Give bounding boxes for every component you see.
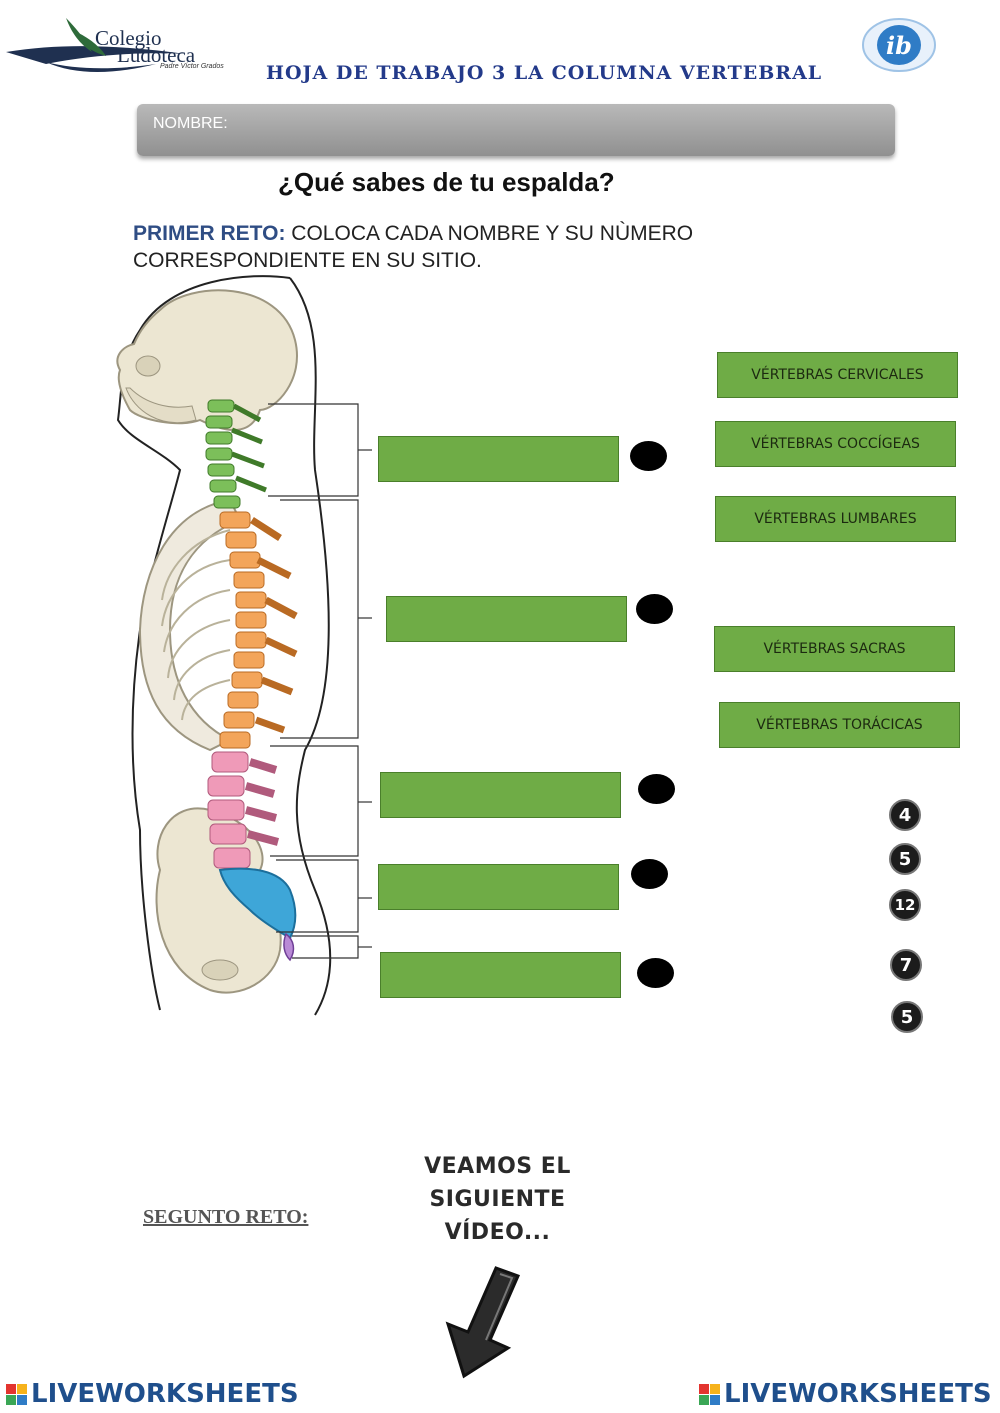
answer-box-sacral[interactable] <box>378 864 619 910</box>
number-badge[interactable]: 5 <box>891 1001 923 1033</box>
ribcage <box>140 500 240 750</box>
ib-logo: ib <box>860 16 938 74</box>
label-card-sacras[interactable]: VÉRTEBRAS SACRAS <box>714 626 955 672</box>
back-outline <box>290 278 330 1015</box>
label-card-lumbares[interactable]: VÉRTEBRAS LUMBARES <box>715 496 956 542</box>
answer-number-cervical[interactable] <box>630 441 667 471</box>
answer-number-thoracic[interactable] <box>636 594 673 624</box>
school-subtitle: Padre Víctor Grados <box>160 63 224 70</box>
answer-number-sacral[interactable] <box>631 859 668 889</box>
liveworksheets-icon <box>6 1384 27 1405</box>
first-challenge-lead: PRIMER RETO: <box>133 222 285 245</box>
video-prompt-line: VÍDEO... <box>410 1216 585 1249</box>
footer-brand-text: LIVEWORKSHEETS <box>31 1379 299 1409</box>
answer-number-lumbar[interactable] <box>638 774 675 804</box>
question-heading: ¿Qué sabes de tu espalda? <box>278 167 615 198</box>
name-label: NOMBRE: <box>153 115 228 133</box>
liveworksheets-icon <box>699 1384 720 1405</box>
first-challenge-instructions: PRIMER RETO: COLOCA CADA NOMBRE Y SU NÙM… <box>133 220 813 274</box>
number-badge[interactable]: 5 <box>889 843 921 875</box>
label-card-coccigeas[interactable]: VÉRTEBRAS COCCÍGEAS <box>715 421 956 467</box>
svg-text:ib: ib <box>886 31 912 60</box>
footer-brand-right: LIVEWORKSHEETS <box>699 1379 992 1409</box>
footer-brand-left: LIVEWORKSHEETS <box>6 1379 299 1409</box>
number-badge[interactable]: 7 <box>890 949 922 981</box>
lumbar-vertebrae <box>208 752 278 868</box>
region-brackets <box>268 404 372 958</box>
answer-number-coccygeal[interactable] <box>637 958 674 988</box>
coccygeal-vertebrae <box>284 934 294 960</box>
answer-box-lumbar[interactable] <box>380 772 621 818</box>
answer-box-cervical[interactable] <box>378 436 619 482</box>
video-prompt-line: VEAMOS EL <box>410 1150 585 1183</box>
video-prompt: VEAMOS EL SIGUIENTE VÍDEO... <box>410 1150 585 1249</box>
footer-brand-text: LIVEWORKSHEETS <box>724 1379 992 1409</box>
school-name: Colegio Ludoteca <box>95 30 195 64</box>
eye-socket <box>136 356 160 376</box>
second-challenge-label: SEGUNTO RETO: <box>143 1206 308 1229</box>
video-prompt-line: SIGUIENTE <box>410 1183 585 1216</box>
answer-box-coccygeal[interactable] <box>380 952 621 998</box>
down-arrow-icon <box>438 1262 528 1382</box>
answer-box-thoracic[interactable] <box>386 596 627 642</box>
label-card-cervicales[interactable]: VÉRTEBRAS CERVICALES <box>717 352 958 398</box>
spine-illustration <box>100 270 400 1020</box>
sheet-title: HOJA DE TRABAJO 3 LA COLUMNA VERTEBRAL <box>266 62 822 84</box>
name-field[interactable]: NOMBRE: <box>137 104 895 156</box>
thoracic-vertebrae <box>220 512 296 748</box>
number-badge[interactable]: 4 <box>889 799 921 831</box>
hip-socket <box>202 960 238 980</box>
label-card-toracicas[interactable]: VÉRTEBRAS TORÁCICAS <box>719 702 960 748</box>
number-badge[interactable]: 12 <box>889 889 921 921</box>
